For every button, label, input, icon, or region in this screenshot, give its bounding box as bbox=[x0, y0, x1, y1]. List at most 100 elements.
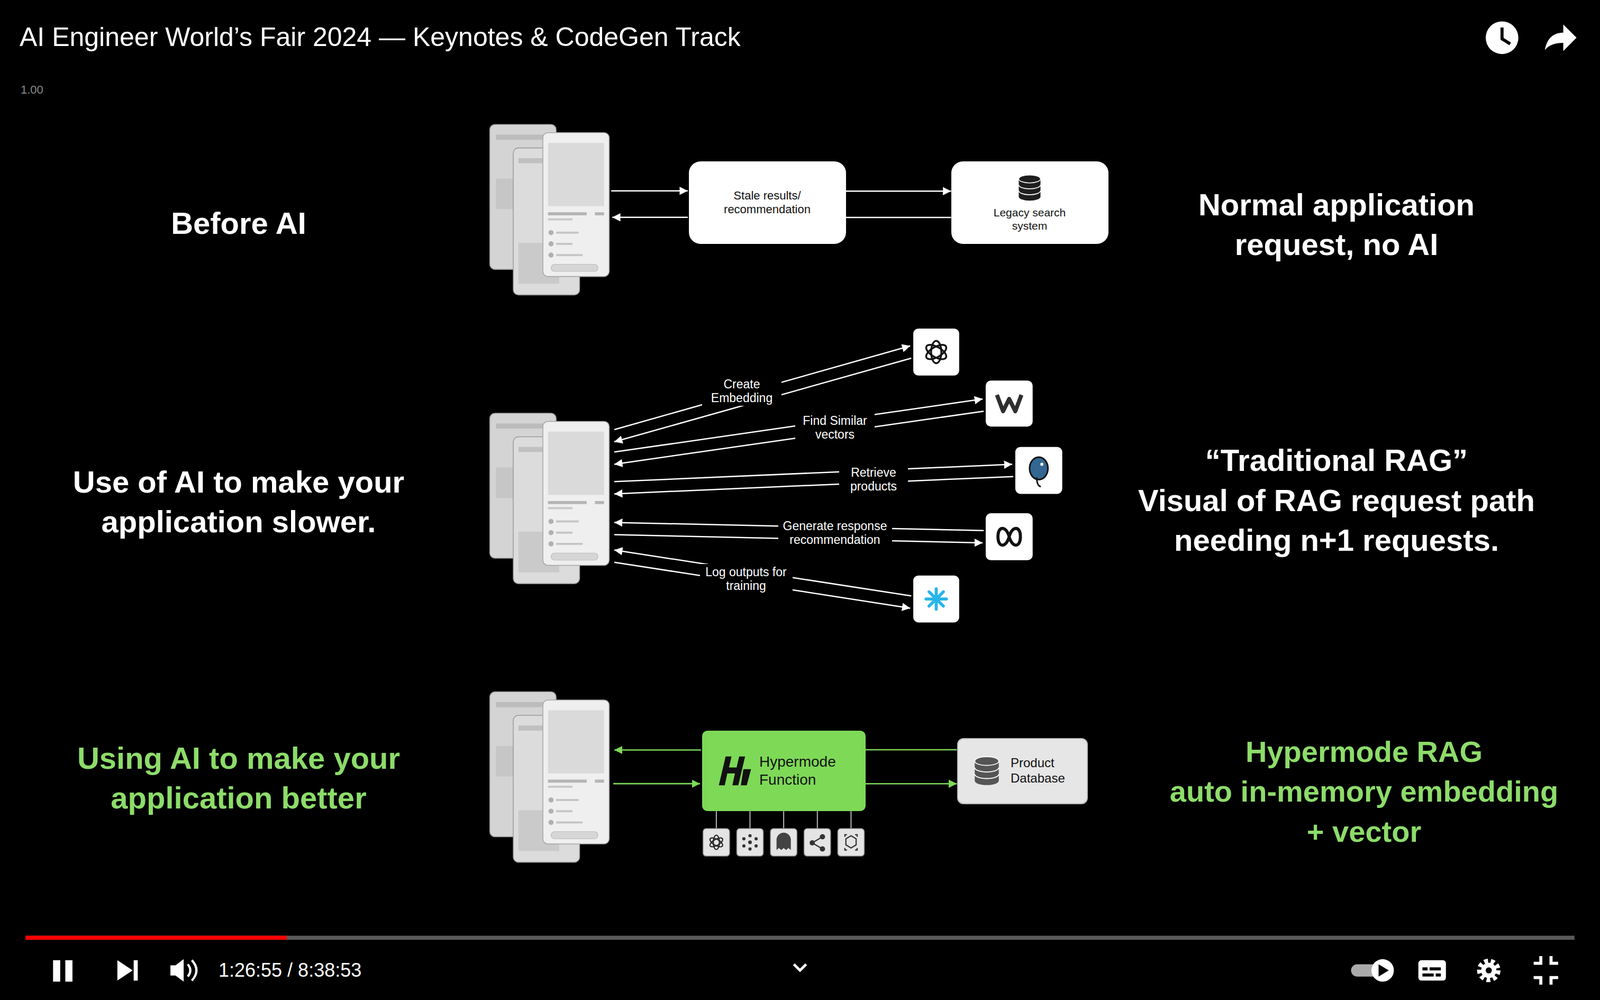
openai-icon bbox=[923, 341, 949, 362]
node-text: Product Database bbox=[1010, 755, 1075, 787]
row-note: Visual of RAG request path needing n+1 r… bbox=[1124, 480, 1549, 561]
model-icons bbox=[716, 811, 852, 829]
node-icon bbox=[974, 767, 999, 779]
node-text: Legacy search system bbox=[986, 205, 1074, 233]
model-icons bbox=[810, 840, 815, 845]
model-icons bbox=[736, 828, 763, 857]
model-icons bbox=[703, 828, 730, 857]
phone-arrows bbox=[611, 189, 688, 192]
snowflake-icon bbox=[913, 575, 960, 623]
process-box: Stale results/ recommendation bbox=[688, 161, 847, 244]
phone-arrows bbox=[612, 216, 688, 219]
postgres-icon bbox=[1015, 447, 1063, 495]
phone-mockup bbox=[489, 124, 610, 295]
connector-arrow bbox=[865, 783, 958, 785]
rag-request-lines bbox=[614, 398, 983, 452]
settings-icon bbox=[1485, 967, 1493, 974]
meta-icon bbox=[985, 513, 1033, 561]
model-icons bbox=[754, 844, 758, 848]
next-button bbox=[117, 960, 133, 981]
model-icons bbox=[770, 828, 797, 857]
model-icons bbox=[748, 840, 752, 845]
node-text: Hypermode Function bbox=[759, 752, 850, 789]
settings-icon bbox=[1480, 962, 1497, 979]
captions-icon bbox=[1422, 967, 1428, 971]
settings-icon bbox=[1479, 961, 1498, 980]
watch-later-icon bbox=[1485, 21, 1519, 55]
postgres-icon bbox=[1036, 477, 1041, 487]
node-icon bbox=[740, 769, 751, 786]
captions-icon bbox=[1422, 973, 1434, 977]
node-icon bbox=[974, 756, 999, 766]
node-icon bbox=[717, 753, 752, 788]
model-icons bbox=[703, 811, 865, 857]
openai-icon bbox=[913, 328, 960, 376]
autoplay-toggle bbox=[1371, 959, 1394, 982]
pause-button bbox=[52, 960, 73, 983]
next-button bbox=[117, 960, 139, 981]
phone-arrows bbox=[613, 783, 700, 785]
captions-icon bbox=[1429, 967, 1441, 971]
volume-button bbox=[170, 959, 197, 982]
exit-fullscreen-icon bbox=[1533, 956, 1559, 985]
progress-bar bbox=[25, 935, 287, 941]
phone-arrows bbox=[611, 191, 688, 218]
node-icon bbox=[1014, 173, 1045, 203]
chevron-icon bbox=[793, 964, 806, 971]
model-icons bbox=[713, 835, 720, 850]
row-note: Normal application request, no AI bbox=[1151, 184, 1522, 265]
model-icons bbox=[742, 837, 746, 841]
row-note-heading: “Traditional RAG” bbox=[1124, 440, 1549, 480]
openai-icon bbox=[923, 341, 949, 362]
captions-icon bbox=[1418, 960, 1447, 981]
line-label: Create Embedding bbox=[702, 376, 782, 407]
row-note-heading: Hypermode RAG bbox=[1136, 731, 1592, 772]
playback-time: 1:26:55 / 8:38:53 bbox=[218, 958, 362, 982]
row-heading: Using AI to make your application better bbox=[53, 738, 424, 818]
model-icons bbox=[708, 835, 724, 849]
autoplay-toggle bbox=[1378, 964, 1389, 977]
pause-button bbox=[52, 960, 61, 983]
progress-bar bbox=[25, 935, 1575, 941]
connector-arrow bbox=[865, 749, 958, 751]
model-icons bbox=[754, 837, 758, 841]
meta-icon bbox=[985, 513, 1033, 561]
rag-request-lines bbox=[614, 550, 912, 597]
connector-arrow bbox=[846, 216, 952, 219]
phone-mockup bbox=[489, 692, 610, 863]
volume-button bbox=[170, 959, 184, 982]
watch-later-icon bbox=[1485, 21, 1519, 55]
model-icons bbox=[816, 811, 818, 829]
model-icons bbox=[844, 834, 858, 851]
postgres-icon bbox=[1015, 447, 1063, 495]
share-icon bbox=[1544, 24, 1577, 51]
node-icon bbox=[970, 754, 1004, 788]
system-box: Legacy search system bbox=[951, 161, 1109, 244]
line-label: Generate response recommendation bbox=[778, 517, 893, 549]
rag-request-lines bbox=[614, 411, 984, 465]
weaviate-icon bbox=[996, 394, 1022, 412]
video-title: AI Engineer World’s Fair 2024 — Keynotes… bbox=[19, 21, 741, 53]
volume-button bbox=[192, 960, 197, 981]
phone-mockup bbox=[489, 413, 610, 584]
model-icons bbox=[820, 834, 825, 840]
openai-icon bbox=[913, 328, 960, 376]
openai-icon bbox=[923, 340, 949, 363]
model-icons bbox=[742, 833, 758, 851]
pause-button bbox=[65, 960, 73, 983]
row-heading: Use of AI to make your application slowe… bbox=[37, 461, 440, 542]
model-icons bbox=[804, 828, 831, 857]
node-icon bbox=[1018, 175, 1041, 184]
captions-icon bbox=[1422, 967, 1441, 977]
rag-request-lines bbox=[614, 476, 1014, 495]
snowflake-icon bbox=[929, 592, 944, 607]
model-icons bbox=[776, 832, 792, 851]
model-icons bbox=[837, 828, 865, 857]
settings-icon bbox=[1479, 961, 1498, 980]
model-icons bbox=[749, 811, 751, 829]
model-icons bbox=[820, 847, 825, 852]
connector-arrow bbox=[846, 190, 952, 193]
playback-speed: 1.00 bbox=[20, 83, 44, 97]
model-icons bbox=[846, 835, 857, 849]
